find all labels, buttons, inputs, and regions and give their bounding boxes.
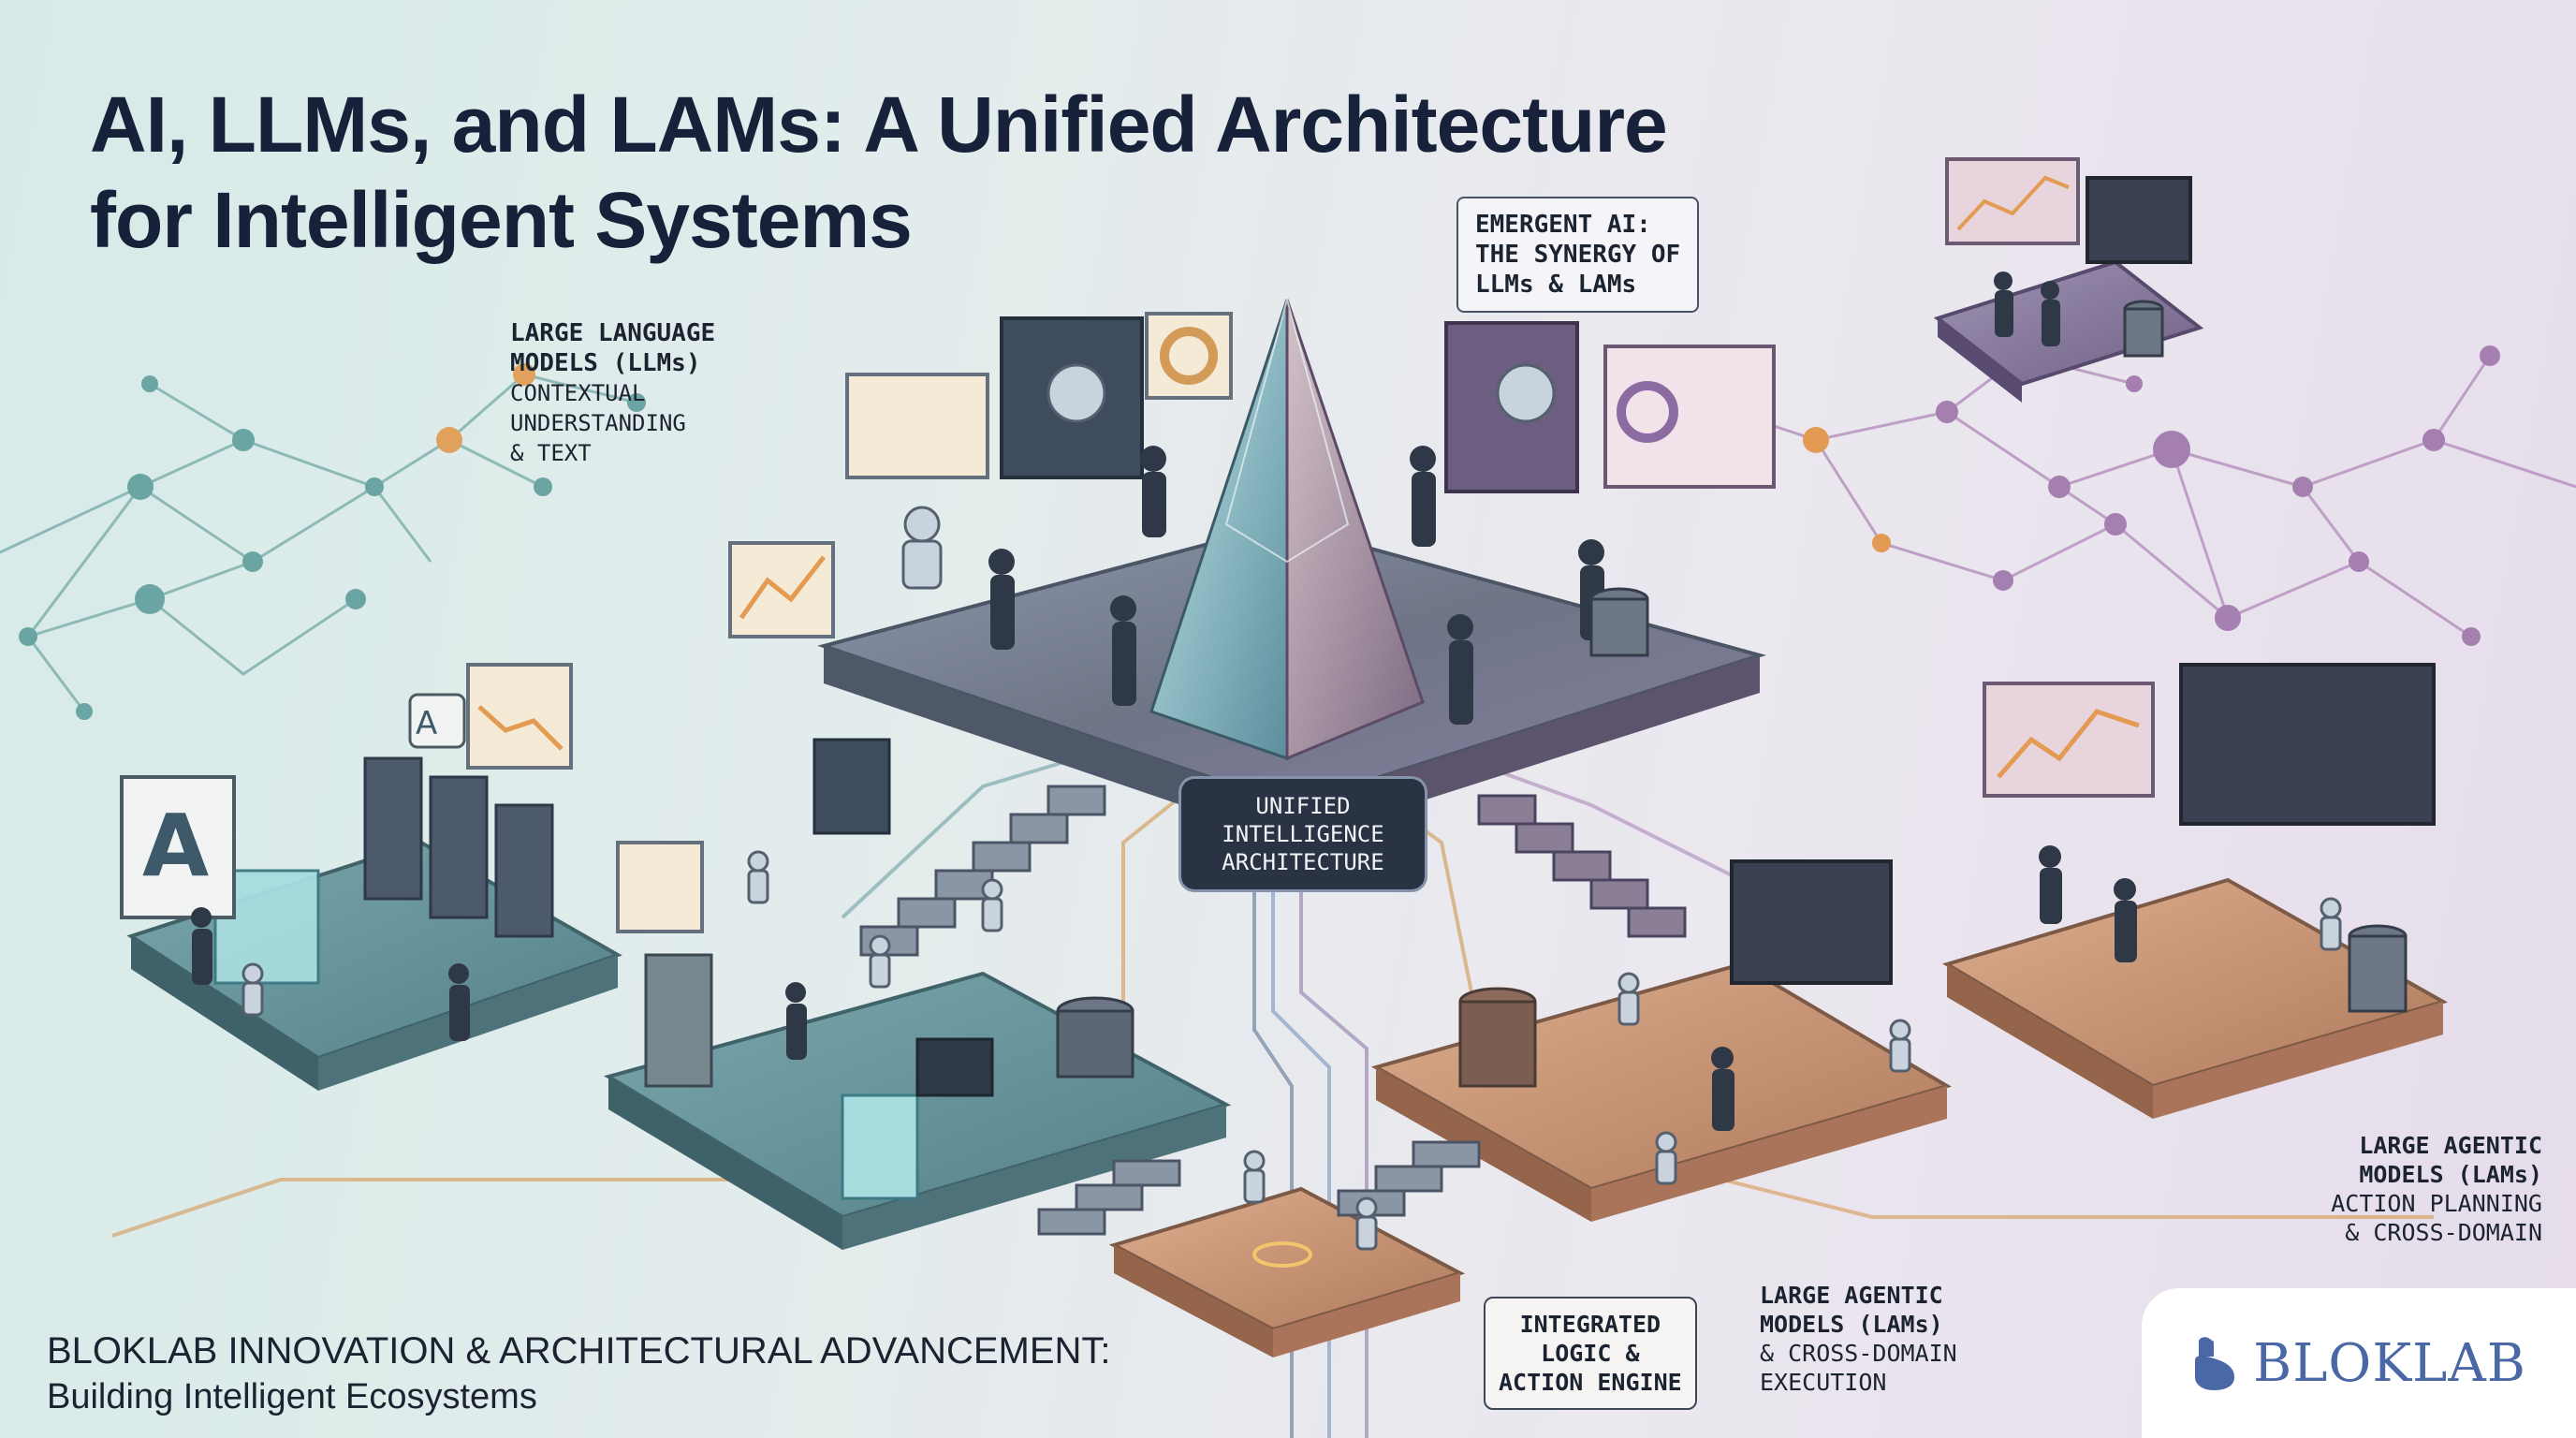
footer-caption: BLOKLAB INNOVATION & ARCHITECTURAL ADVAN… xyxy=(47,1328,1111,1419)
lam-planning-line-3: ACTION PLANNING xyxy=(2331,1190,2542,1217)
lam-planning-line-1: LARGE AGENTIC xyxy=(2359,1132,2542,1159)
footer-heading: BLOKLAB INNOVATION & ARCHITECTURAL ADVAN… xyxy=(47,1330,1111,1372)
emergent-ai-callout: EMERGENT AI: THE SYNERGY OF LLMs & LAMs xyxy=(1456,197,1700,313)
staircase-right xyxy=(1477,794,1687,938)
crystal-pyramid xyxy=(1149,296,1425,761)
bloklab-logo: BLOKLAB xyxy=(2142,1288,2576,1438)
lam-planning-line-4: & CROSS-DOMAIN xyxy=(2345,1219,2542,1246)
page-title-line-1: AI, LLMs, and LAMs: A Unified Architectu… xyxy=(90,81,1668,169)
emergent-callout-line-3: LLMs & LAMs xyxy=(1475,271,1637,299)
lam-execution-line-2: MODELS (LAMs) xyxy=(1760,1311,1943,1338)
lam-planning-callout: LARGE AGENTIC MODELS (LAMs) ACTION PLANN… xyxy=(2331,1131,2542,1247)
network-right xyxy=(1703,354,2576,638)
engine-callout-line-2: LOGIC & xyxy=(1541,1340,1640,1367)
network-right-nodes xyxy=(1803,345,2500,646)
lam-planning-platform xyxy=(1942,663,2449,1119)
engine-callout-line-1: INTEGRATED xyxy=(1519,1311,1661,1338)
action-engine-callout: INTEGRATED LOGIC & ACTION ENGINE xyxy=(1484,1297,1697,1410)
lam-execution-callout: LARGE AGENTIC MODELS (LAMs) & CROSS-DOMA… xyxy=(1760,1281,1957,1397)
unified-badge-line-1: UNIFIED xyxy=(1255,793,1351,819)
lam-execution-line-1: LARGE AGENTIC xyxy=(1760,1282,1943,1309)
lam-execution-platform xyxy=(1370,859,1953,1222)
network-left-nodes xyxy=(19,363,646,720)
engine-platform xyxy=(1108,1186,1466,1357)
footer-subheading: Building Intelligent Ecosystems xyxy=(47,1377,537,1416)
unified-badge-line-2: INTELLIGENCE xyxy=(1222,821,1384,847)
lam-planning-line-2: MODELS (LAMs) xyxy=(2359,1161,2542,1188)
translate-glyph-icon: A xyxy=(408,693,466,749)
people-figures xyxy=(191,271,2137,1131)
engine-callout-line-3: ACTION ENGINE xyxy=(1499,1369,1682,1396)
lam-execution-line-4: EXECUTION xyxy=(1760,1369,1887,1396)
database-stacks xyxy=(1589,300,2408,1013)
llm-callout-line-3: & TEXT xyxy=(510,440,592,466)
processing-platform xyxy=(603,953,1232,1250)
llm-callout-line-1: CONTEXTUAL xyxy=(510,380,646,406)
llm-callout-line-2: UNDERSTANDING xyxy=(510,410,686,436)
emergent-callout-line-1: EMERGENT AI: xyxy=(1475,211,1651,239)
svg-text:A: A xyxy=(416,705,437,742)
workstation-platform xyxy=(1933,157,2204,403)
page-title-line-2: for Intelligent Systems xyxy=(90,176,913,264)
bloklab-wordmark: BLOKLAB xyxy=(2253,1332,2526,1394)
llm-callout-heading-2: MODELS (LLMs) xyxy=(510,349,701,377)
unified-architecture-badge: UNIFIED INTELLIGENCE ARCHITECTURE xyxy=(1181,779,1425,889)
llm-callout: LARGE LANGUAGE MODELS (LLMs) CONTEXTUAL … xyxy=(510,318,715,468)
svg-text:A: A xyxy=(142,796,209,896)
page-title: AI, LLMs, and LAMs: A Unified Architectu… xyxy=(90,77,1962,268)
llm-callout-heading-1: LARGE LANGUAGE xyxy=(510,319,716,347)
bloklab-logo-mark-icon xyxy=(2195,1337,2235,1390)
lam-execution-line-3: & CROSS-DOMAIN xyxy=(1760,1340,1957,1367)
unified-badge-line-3: ARCHITECTURE xyxy=(1222,849,1384,875)
robot-figures xyxy=(242,363,2342,1251)
emergent-callout-line-2: THE SYNERGY OF xyxy=(1475,241,1681,269)
text-glyph-icon: A xyxy=(142,796,209,896)
